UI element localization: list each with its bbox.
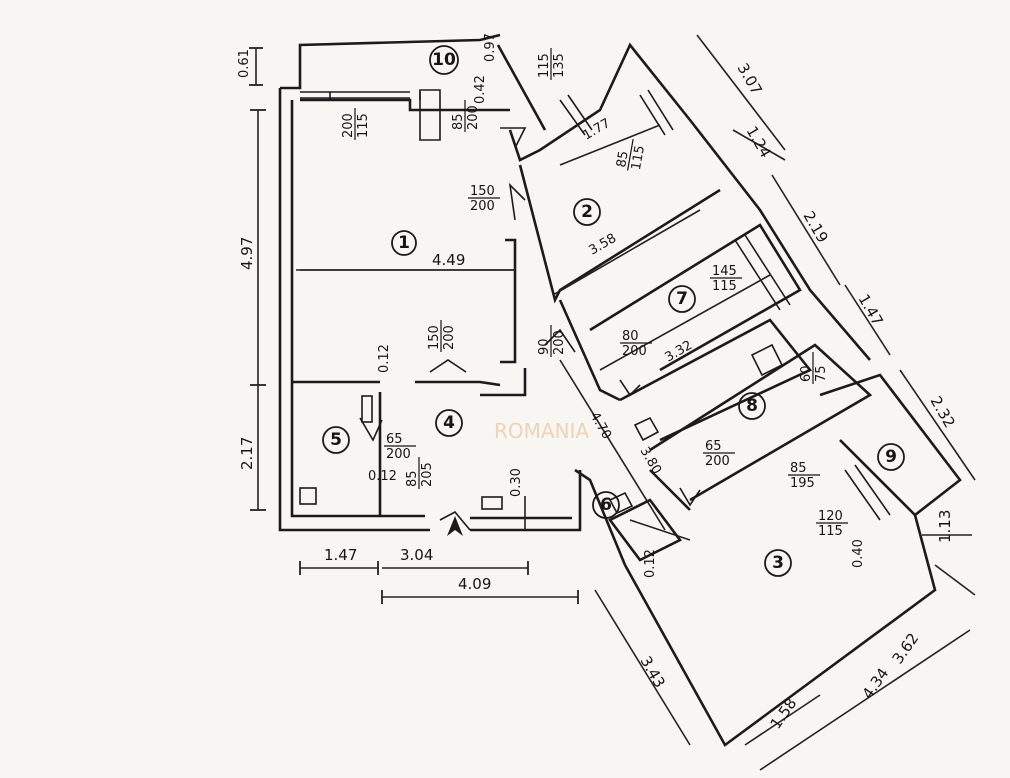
walls-left-block: [278, 33, 582, 532]
dim-label: 1.24: [743, 123, 775, 161]
dim-label: 4.97: [238, 237, 256, 270]
room-3-label: 3: [764, 549, 792, 577]
fixture-box: [633, 416, 660, 442]
opening-label: 200115: [341, 108, 371, 140]
svg-text:85115: 85115: [614, 142, 648, 172]
room-7-label: 7: [668, 285, 696, 313]
svg-text:2: 2: [581, 202, 593, 222]
dim-label: 2.32: [927, 393, 959, 431]
room-8-label: 8: [738, 392, 766, 420]
opening-label: 85200: [451, 100, 481, 132]
dim-label: 3.62: [889, 630, 923, 668]
dim-label: 0.40: [851, 539, 866, 568]
svg-text:115135: 115135: [537, 53, 567, 78]
dim-label: 0.97: [483, 33, 498, 62]
fixture-box: [608, 491, 634, 515]
fixtures: [299, 343, 784, 515]
dim-label: 3.58: [587, 231, 620, 258]
entrance-arrow: [447, 516, 463, 536]
svg-text:6075: 6075: [799, 365, 829, 382]
entrance-letter: A: [449, 546, 450, 549]
dimension-lines: [249, 34, 976, 771]
dim-label: 4.34: [859, 665, 893, 703]
dim-label: 4.09: [458, 575, 491, 593]
svg-text:200115: 200115: [341, 113, 371, 138]
svg-text:5: 5: [330, 430, 342, 450]
opening-label: 85205: [405, 457, 435, 489]
walls-right-block: [508, 42, 962, 747]
dim-label: 0.61: [237, 49, 252, 78]
opening-label: 115135: [537, 48, 567, 80]
dim-label: 0.42: [473, 75, 488, 104]
dim-label: 3.04: [400, 546, 433, 564]
svg-text:9: 9: [885, 447, 897, 467]
svg-text:150200: 150200: [470, 184, 495, 214]
svg-text:3: 3: [772, 553, 784, 573]
room-2-label: 2: [573, 198, 601, 226]
dim-label: 0.12: [368, 469, 397, 484]
room-4-label: 4: [435, 409, 463, 437]
room-1-label: 1: [391, 230, 417, 256]
watermark: ROMANIA: [494, 419, 589, 443]
svg-text:10: 10: [432, 50, 456, 70]
dim-label: 0.30: [509, 468, 524, 497]
room-9-label: 9: [877, 443, 905, 471]
svg-text:90200: 90200: [537, 330, 567, 355]
dim-label: 1.13: [936, 510, 954, 543]
dim-label: 1.47: [324, 546, 357, 564]
dim-label: 3.43: [637, 653, 669, 691]
dim-label: 1.47: [855, 291, 887, 329]
room-numbers: 1 2 3 4 5 6 7 8 9 10: [322, 45, 905, 577]
dim-label: 4.70: [587, 410, 614, 443]
dim-label: 4.49: [432, 251, 465, 269]
room-10-label: 10: [429, 45, 459, 75]
fixture-box: [750, 343, 784, 377]
fixture-box: [299, 487, 317, 505]
dim-label: 0.12: [643, 549, 658, 578]
opening-label: 90200: [537, 325, 567, 357]
svg-text:150200: 150200: [427, 325, 457, 350]
svg-text:1: 1: [398, 233, 410, 253]
room-6-label: 6: [592, 491, 620, 519]
room-5-label: 5: [322, 426, 350, 454]
opening-label: 150200: [427, 320, 457, 352]
dim-label: 1.58: [767, 695, 801, 733]
opening-label: 6075: [799, 352, 829, 384]
svg-text:8: 8: [746, 396, 758, 416]
dim-label: 2.17: [238, 437, 256, 470]
svg-text:7: 7: [676, 289, 688, 309]
fraction-bar: [627, 138, 634, 171]
fixture-box: [481, 496, 503, 510]
dim-label: 0.12: [377, 344, 392, 373]
dim-label: 3.80: [637, 445, 664, 478]
fixture-box: [361, 395, 373, 423]
svg-text:85200: 85200: [451, 105, 481, 130]
svg-text:4: 4: [443, 413, 455, 433]
svg-text:85205: 85205: [405, 462, 435, 487]
svg-text:6: 6: [600, 495, 612, 515]
dim-label: 3.07: [734, 60, 766, 98]
dimension-labels: 4.97 2.17 0.61 4.49 1.47 3.04 4.09 3.07 …: [237, 33, 959, 732]
door-swings: [359, 127, 701, 531]
opening-label: 85115: [614, 138, 648, 172]
